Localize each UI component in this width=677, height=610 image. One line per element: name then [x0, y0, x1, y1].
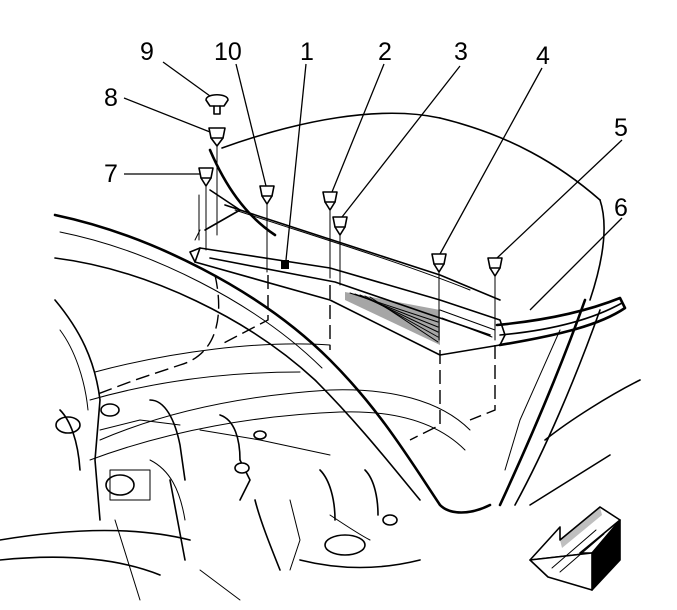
- push-pin-cap: [205, 93, 229, 115]
- callout-1: 1: [300, 38, 314, 66]
- callout-6: 6: [614, 194, 628, 222]
- clip-10: [259, 185, 275, 273]
- callout-3: 3: [454, 38, 468, 66]
- callout-8: 8: [104, 84, 118, 112]
- cowl-vent-panel: [189, 189, 627, 356]
- callout-labels: 9 10 1 2 3 4 5 6 7 8: [104, 38, 628, 222]
- vehicle-body-structure: [0, 112, 641, 601]
- nut-8: [208, 127, 226, 236]
- clip-5: [487, 257, 503, 341]
- forward-arrow-icon: [529, 506, 621, 591]
- callout-10: 10: [214, 38, 242, 66]
- leader-lines: [123, 61, 623, 311]
- cowl-vent-grille: [345, 292, 496, 345]
- weatherstrip-seal: [495, 296, 627, 347]
- panel-tab: [281, 260, 289, 269]
- callout-7: 7: [104, 160, 118, 188]
- callout-5: 5: [614, 114, 628, 142]
- callout-2: 2: [378, 38, 392, 66]
- clip-4: [431, 253, 447, 341]
- callout-4: 4: [536, 42, 550, 70]
- callout-9: 9: [140, 38, 154, 66]
- clip-2: [322, 191, 338, 279]
- clip-7: [198, 167, 214, 251]
- alignment-dash-lines: [94, 274, 496, 441]
